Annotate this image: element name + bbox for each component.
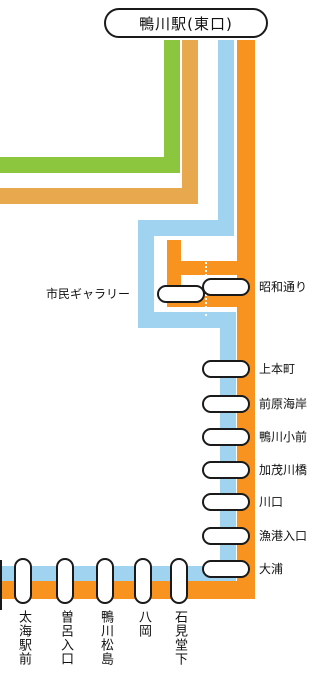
orange-route-line <box>0 40 255 599</box>
stop-marker-oura[interactable] <box>202 560 250 578</box>
stop-label-kamogawa-matsushima: 鴨川松島 <box>98 610 113 666</box>
stop-marker-ishimido-shita[interactable] <box>170 558 188 604</box>
stop-label-kamogawa-shomae: 鴨川小前 <box>259 430 308 444</box>
stop-marker-kamogawa-matsushima[interactable] <box>96 558 114 604</box>
stop-label-kamihonmachi: 上本町 <box>259 362 296 376</box>
stop-marker-kamihonmachi[interactable] <box>202 360 250 378</box>
stop-label-yaoka: 八岡 <box>136 610 151 638</box>
stop-marker-kamogawa-bashi[interactable] <box>202 461 250 479</box>
stop-label-soro-iriguchi: 曽呂入口 <box>58 610 73 666</box>
stop-marker-gyoko-iriguchi[interactable] <box>202 527 250 545</box>
green-route-line <box>0 40 180 173</box>
stop-label-maebara-kaigan: 前原海岸 <box>259 397 308 411</box>
stop-label-kamogawa-bashi: 加茂川橋 <box>259 463 308 477</box>
stop-label-civic-gallery: 市民ギャラリー <box>46 287 131 301</box>
stop-label-showa-dori: 昭和通り <box>259 280 308 294</box>
stop-marker-civic-gallery[interactable] <box>157 285 205 303</box>
stop-marker-showa-dori[interactable] <box>202 278 250 296</box>
stop-label-futomi-ekimae: 太海駅前 <box>16 610 31 666</box>
stop-marker-futomi-ekimae[interactable] <box>14 558 32 604</box>
orange-loop-line <box>167 261 246 307</box>
stop-marker-yaoka[interactable] <box>134 558 152 604</box>
stop-label-ishimido-shita: 石見堂下 <box>172 610 187 666</box>
stop-marker-kamogawa-shomae[interactable] <box>202 428 250 446</box>
stop-label-gyoko-iriguchi: 漁港入口 <box>259 529 308 543</box>
stop-marker-maebara-kaigan[interactable] <box>202 395 250 413</box>
terminal-stop-label: 鴨川駅(東口) <box>139 14 233 33</box>
tan-route-line <box>0 40 198 204</box>
terminal-stop-kamogawa-east[interactable]: 鴨川駅(東口) <box>104 8 268 38</box>
stop-label-oura: 大浦 <box>259 562 284 576</box>
stop-marker-soro-iriguchi[interactable] <box>56 558 74 604</box>
stop-marker-kawaguchi[interactable] <box>202 493 250 511</box>
stop-label-kawaguchi: 川口 <box>259 495 284 509</box>
